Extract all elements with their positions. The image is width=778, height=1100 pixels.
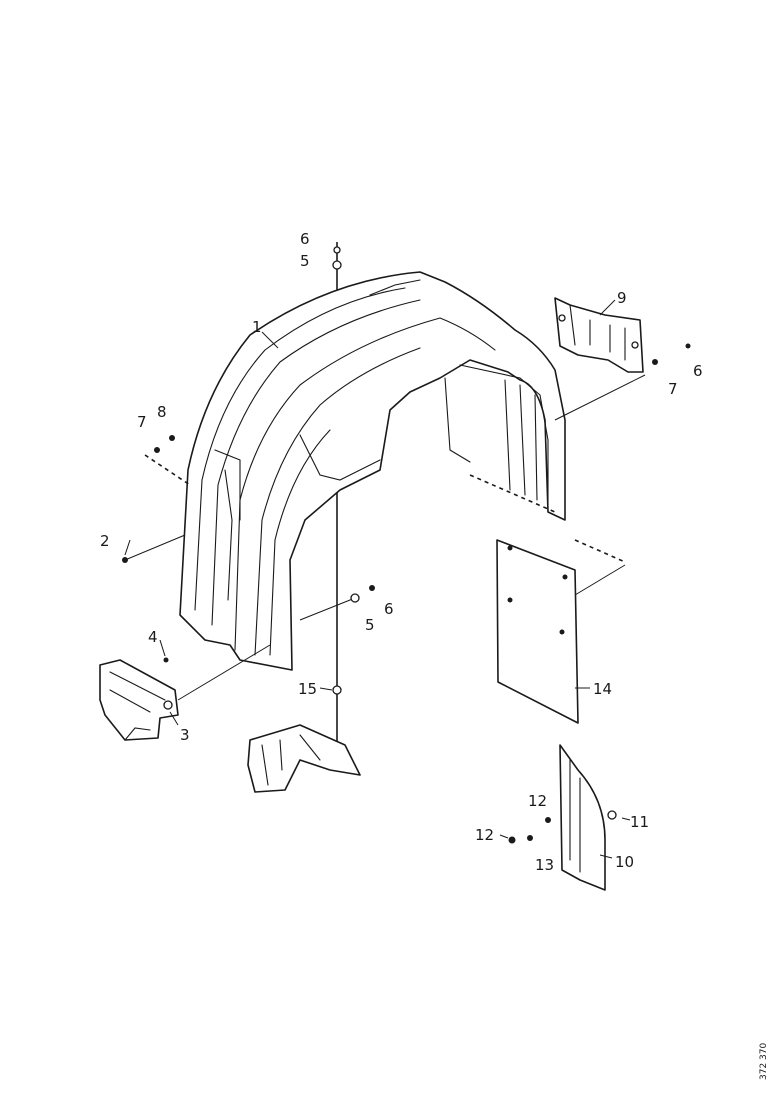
callout-10: 10 <box>615 853 634 871</box>
nut-icon <box>652 359 658 365</box>
nut-icon <box>369 585 375 591</box>
callout-2: 2 <box>100 532 110 550</box>
callout-6-top: 6 <box>300 230 310 248</box>
mudguard-part-1 <box>179 271 566 671</box>
bolt-hole-icon <box>558 314 566 322</box>
assembly-line <box>574 564 626 596</box>
bolt-icon <box>163 657 169 663</box>
callout-8-left: 8 <box>157 403 167 421</box>
callout-5-mid: 5 <box>365 616 375 634</box>
bolt-icon <box>685 343 691 349</box>
assembly-line <box>124 534 186 561</box>
callout-14: 14 <box>593 680 612 698</box>
screw-icon <box>607 810 617 820</box>
callout-7-left: 7 <box>137 413 147 431</box>
washer-icon <box>332 685 342 695</box>
support-bracket <box>247 724 361 793</box>
callout-12-a: 12 <box>528 792 547 810</box>
assembly-line <box>574 539 626 563</box>
assembly-line <box>299 597 356 621</box>
callout-7-right: 7 <box>668 380 678 398</box>
bolt-hole-icon <box>631 341 639 349</box>
callout-5-top: 5 <box>300 252 310 270</box>
assembly-line <box>469 474 556 513</box>
callout-4: 4 <box>148 628 158 646</box>
corner-guard-part-10 <box>559 744 606 891</box>
mud-flap-part-14 <box>496 539 579 724</box>
bracket-part-3 <box>99 659 179 741</box>
assembly-line <box>144 454 191 486</box>
bolt-icon <box>154 447 160 453</box>
bolt-icon <box>122 557 128 563</box>
callout-3: 3 <box>180 726 190 744</box>
callout-11: 11 <box>630 813 649 831</box>
nut-icon <box>527 835 533 841</box>
nut-icon <box>508 836 516 844</box>
callout-12-b: 12 <box>475 826 494 844</box>
bolt-hole-icon <box>163 700 173 710</box>
bolt-icon <box>333 246 341 254</box>
bracket-part-9 <box>554 297 644 373</box>
callout-13: 13 <box>535 856 554 874</box>
callout-9: 9 <box>617 289 627 307</box>
callout-6-mid: 6 <box>384 600 394 618</box>
drawing-reference-code: 372 370 <box>759 1043 769 1080</box>
nut-icon <box>169 435 175 441</box>
washer-icon <box>350 593 360 603</box>
callout-1: 1 <box>252 318 262 336</box>
assembly-line <box>554 374 646 421</box>
callout-15: 15 <box>298 680 317 698</box>
bolt-icon <box>545 817 551 823</box>
washer-icon <box>332 260 342 270</box>
assembly-line <box>177 644 271 701</box>
callout-6-right: 6 <box>693 362 703 380</box>
callout-leaders <box>124 299 631 859</box>
